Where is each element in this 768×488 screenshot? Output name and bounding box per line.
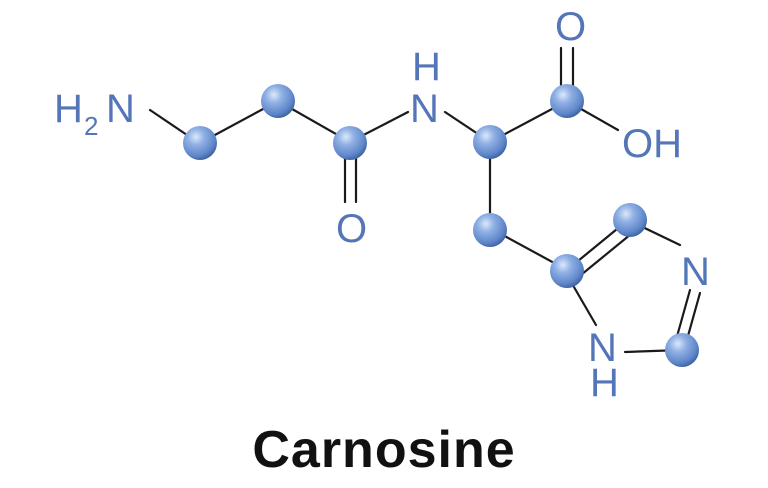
compound-title: Carnosine — [252, 421, 516, 479]
amide-o-label: O — [336, 207, 367, 251]
bond-n-c1 — [148, 108, 189, 137]
amine-subscript-label: 2 — [84, 111, 98, 141]
carbon-atom — [665, 333, 699, 367]
acid-o-label: O — [555, 5, 586, 49]
atoms — [183, 84, 699, 367]
carbon-atom — [183, 126, 217, 160]
carbon-atom — [473, 125, 507, 159]
ring-nh-n-label: N — [588, 326, 617, 370]
ring-nh-h-label: H — [590, 361, 619, 405]
acid-oh-label: OH — [622, 122, 682, 166]
carbon-atom — [550, 254, 584, 288]
carbon-atom — [333, 126, 367, 160]
bond-n-ce-a — [674, 288, 692, 342]
atom-labels: H 2 N H N O O OH N N H — [54, 5, 710, 405]
carbon-atom — [261, 84, 295, 118]
bond-cg-cd-b — [574, 228, 638, 281]
amine-n-label: N — [106, 87, 135, 131]
amide-h-label: H — [412, 45, 441, 89]
ring-n-label: N — [681, 250, 710, 294]
amide-n-label: N — [410, 87, 439, 131]
carbon-atom — [550, 84, 584, 118]
carbon-atom — [613, 203, 647, 237]
amine-h-label: H — [54, 87, 83, 131]
carbon-atom — [473, 213, 507, 247]
